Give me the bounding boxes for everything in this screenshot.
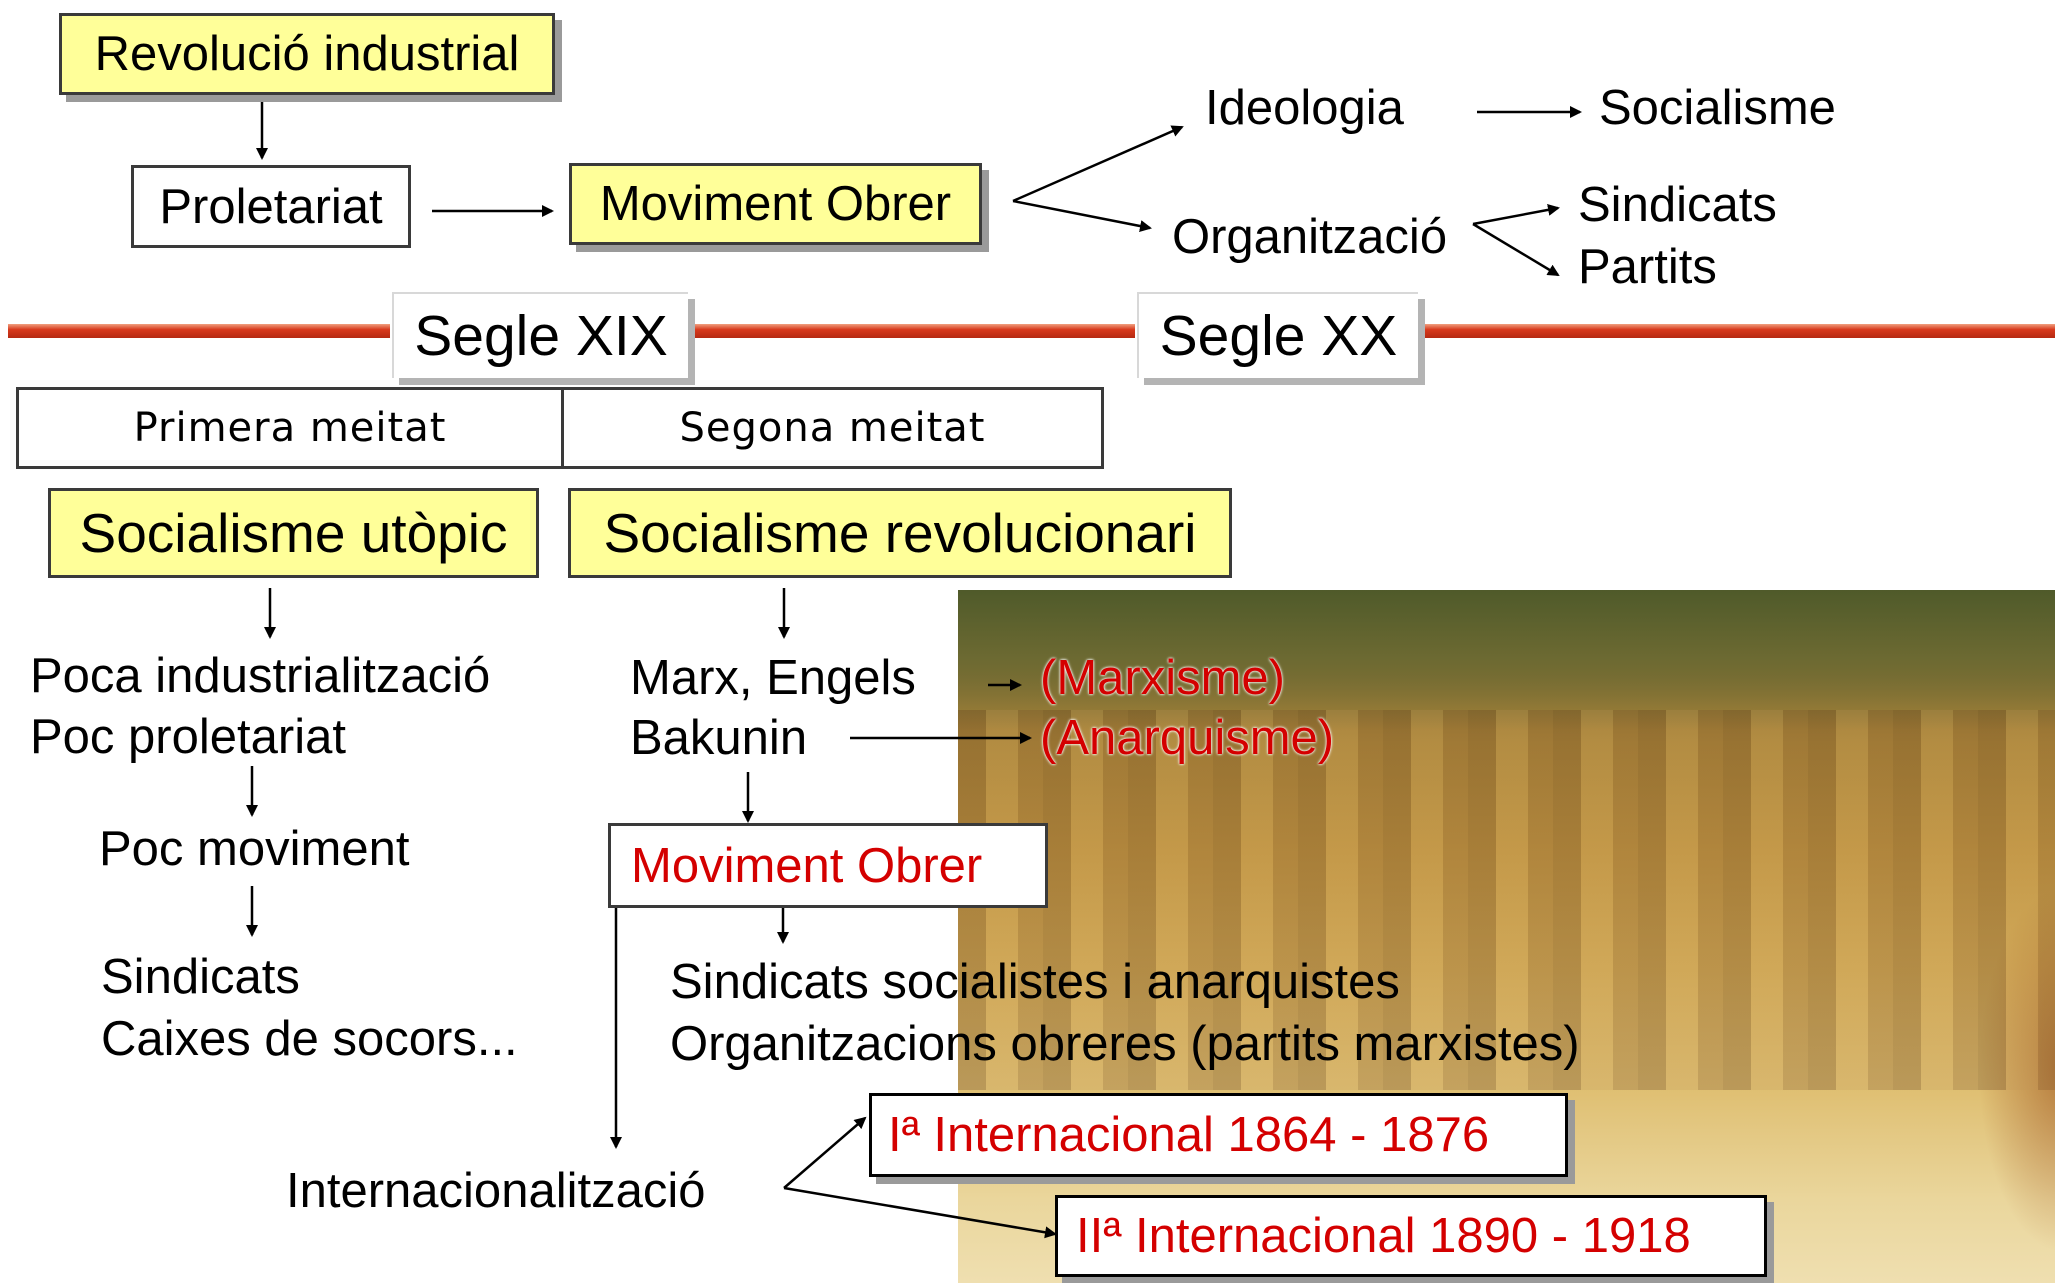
sindicats-left-label: Sindicats bbox=[101, 950, 300, 1004]
socialisme-utopic-box: Socialisme utòpic bbox=[48, 488, 539, 578]
revolucio-industrial-box: Revolució industrial bbox=[59, 13, 555, 95]
partits-label: Partits bbox=[1578, 240, 1717, 294]
sindicats-top-label: Sindicats bbox=[1578, 178, 1777, 232]
ideologia-label: Ideologia bbox=[1205, 81, 1404, 135]
bakunin-label: Bakunin bbox=[630, 711, 808, 765]
poca-industrialitzacio-label: Poca industrialització bbox=[30, 649, 491, 703]
poc-moviment-label: Poc moviment bbox=[99, 822, 410, 876]
internacionalitzacio-label: Internacionalització bbox=[286, 1164, 706, 1218]
segona-meitat-cell: Segona meitat bbox=[561, 387, 1104, 469]
sindicats-socialistes-label: Sindicats socialistes i anarquistes bbox=[670, 955, 1400, 1009]
marxisme-label: (Marxisme) bbox=[1040, 651, 1285, 705]
primera-meitat-cell: Primera meitat bbox=[16, 387, 564, 469]
moviment-obrer-top-label: Moviment Obrer bbox=[599, 177, 952, 231]
painting-crowd bbox=[958, 710, 2055, 1090]
timeline-bar-left bbox=[8, 324, 390, 338]
poc-proletariat-label: Poc proletariat bbox=[30, 710, 346, 764]
painting-sky bbox=[958, 590, 2055, 730]
segle-xix-label: Segle XIX bbox=[392, 292, 688, 378]
timeline-bar-middle bbox=[690, 324, 1135, 338]
proletariat-label: Proletariat bbox=[159, 179, 383, 234]
organitzacions-obreres-label: Organitzacions obreres (partits marxiste… bbox=[670, 1017, 1580, 1071]
organitzacio-label: Organització bbox=[1172, 210, 1448, 264]
socialisme-utopic-label: Socialisme utòpic bbox=[79, 502, 508, 564]
socialisme-revolucionari-label: Socialisme revolucionari bbox=[603, 502, 1197, 564]
revolucio-industrial-label: Revolució industrial bbox=[94, 27, 520, 81]
moviment-obrer-red-label: Moviment Obrer bbox=[631, 838, 983, 893]
anarquisme-label: (Anarquisme) bbox=[1040, 711, 1335, 765]
timeline-bar-right bbox=[1420, 324, 2055, 338]
second-international-box: IIª Internacional 1890 - 1918 bbox=[1055, 1195, 1767, 1277]
moviment-obrer-red-box: Moviment Obrer bbox=[608, 823, 1048, 908]
proletariat-box: Proletariat bbox=[131, 165, 411, 248]
first-international-label: Iª Internacional 1864 - 1876 bbox=[888, 1108, 1490, 1162]
socialisme-revolucionari-box: Socialisme revolucionari bbox=[568, 488, 1232, 578]
moviment-obrer-top-box: Moviment Obrer bbox=[569, 163, 982, 245]
marx-engels-label: Marx, Engels bbox=[630, 651, 916, 705]
socialisme-label: Socialisme bbox=[1599, 81, 1836, 135]
second-international-label: IIª Internacional 1890 - 1918 bbox=[1076, 1209, 1691, 1263]
segle-xx-label: Segle XX bbox=[1137, 292, 1418, 378]
first-international-box: Iª Internacional 1864 - 1876 bbox=[869, 1093, 1568, 1177]
caixes-de-socors-label: Caixes de socors... bbox=[101, 1012, 518, 1066]
